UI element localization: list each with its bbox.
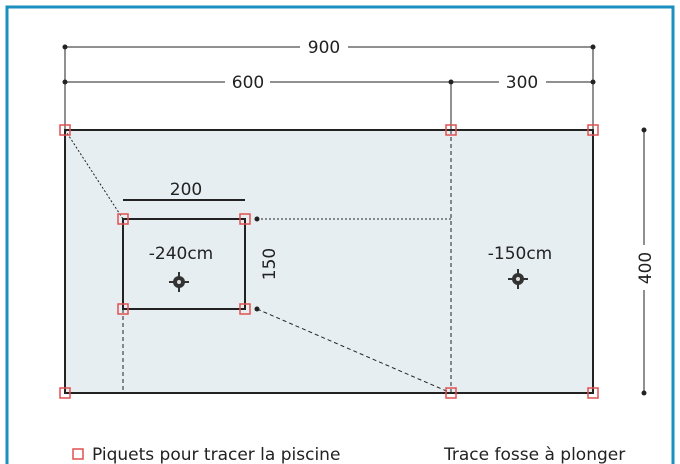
legend: Piquets pour tracer la piscine Trace fos… — [72, 445, 625, 464]
diving-pit-outline — [122, 218, 246, 310]
stake-marker-icon — [587, 387, 599, 399]
dimension-pit-width: 200 — [123, 180, 245, 201]
stake-marker-icon — [239, 303, 251, 315]
pit-trace-diagonal — [64, 129, 124, 220]
dimension-900-label: 900 — [308, 38, 340, 58]
dimension-200-label: 200 — [170, 180, 202, 200]
stake-marker-icon — [117, 303, 129, 315]
stake-marker-icon — [59, 124, 71, 136]
dimension-400-label: 400 — [636, 252, 656, 284]
stake-marker-icon — [239, 213, 251, 225]
stake-marker-icon — [117, 213, 129, 225]
dimension-split-widths: 600 300 — [62, 47, 596, 130]
legend-stakes-label: Piquets pour tracer la piscine — [92, 445, 340, 464]
trace-point-top — [254, 216, 260, 222]
dimension-total-height: 400 — [636, 127, 656, 396]
pool-outline — [64, 129, 594, 394]
depth-pit-label: -240cm — [149, 244, 214, 264]
stake-marker-icon — [445, 124, 457, 136]
dimension-150-label: 150 — [260, 248, 280, 280]
crosshair-target-icon — [169, 272, 189, 292]
stake-marker-icon — [587, 124, 599, 136]
stake-marker-icon — [445, 387, 457, 399]
dimension-total-width: 900 — [62, 38, 596, 58]
trace-point-bottom — [254, 306, 260, 312]
legend-stake-icon — [72, 448, 84, 460]
frame-border — [5, 5, 675, 464]
legend-pit-trace-label: Trace fosse à plonger — [443, 445, 625, 464]
pit-slope-line — [256, 308, 452, 394]
dimension-300-label: 300 — [506, 73, 538, 93]
dimension-600-label: 600 — [232, 73, 264, 93]
crosshair-target-icon — [508, 269, 528, 289]
depth-shallow-label: -150cm — [488, 244, 553, 264]
stake-marker-icon — [59, 387, 71, 399]
